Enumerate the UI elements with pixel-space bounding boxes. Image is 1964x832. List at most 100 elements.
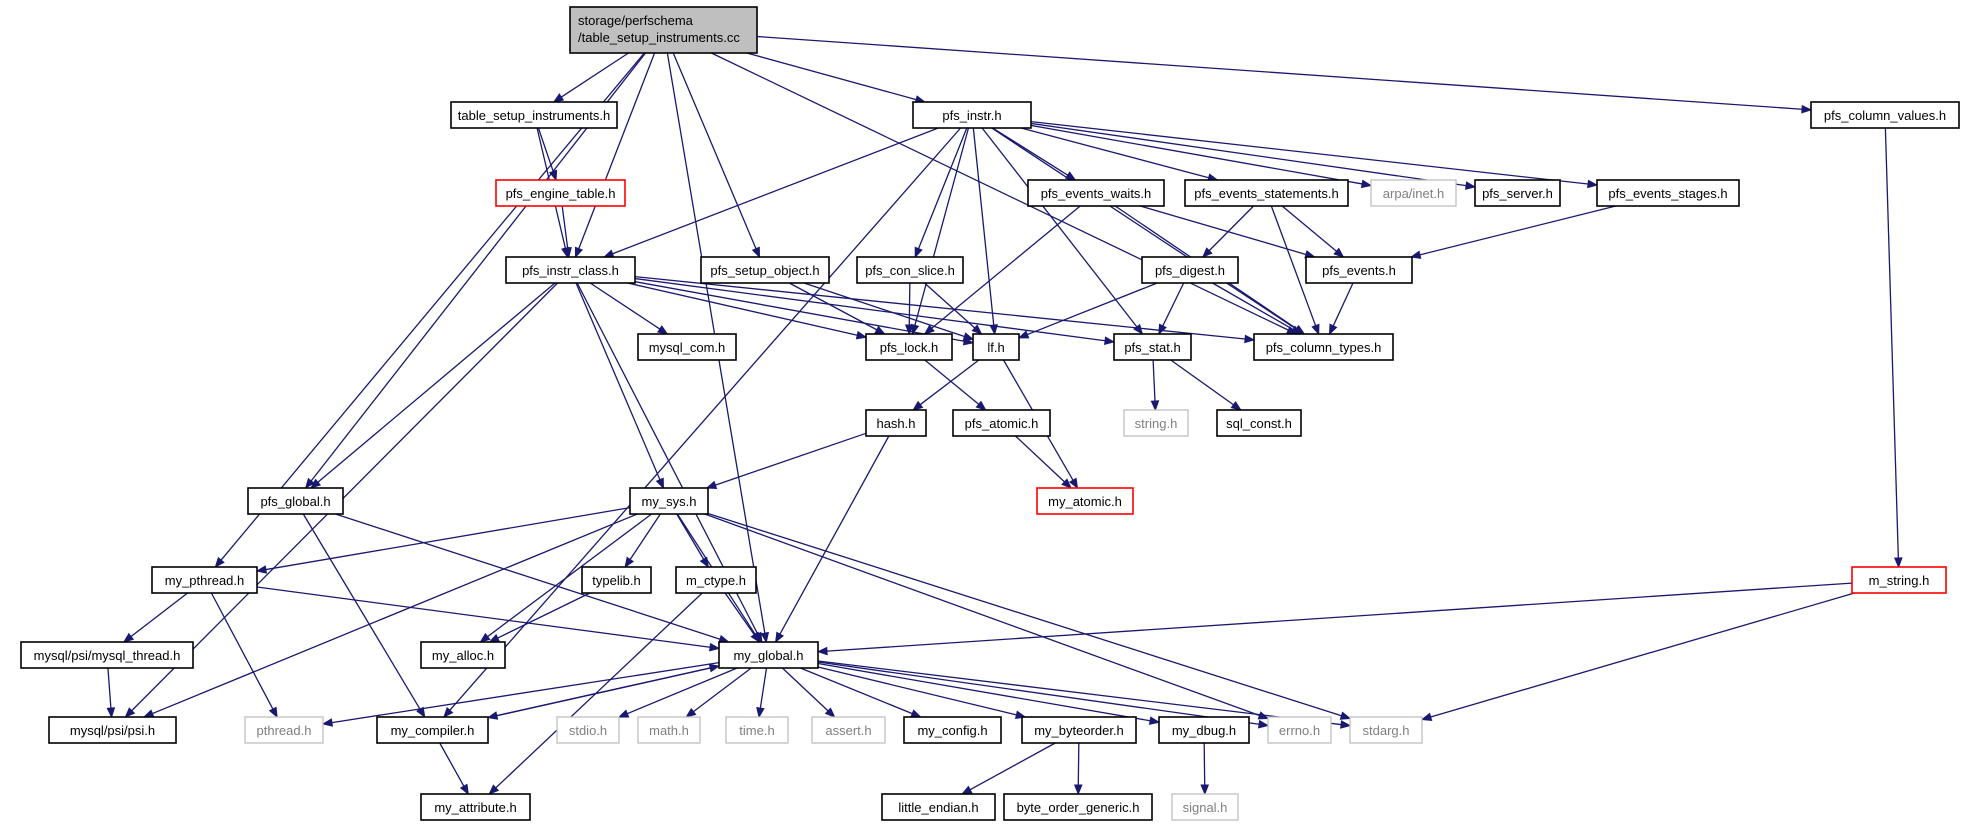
arrow-head [1420, 712, 1433, 721]
node-pfs-global-h[interactable]: pfs_global.h [247, 487, 344, 515]
arrow-head [142, 709, 155, 718]
node-my-byteorder-h[interactable]: my_byteorder.h [1021, 716, 1137, 744]
node-my-attribute-h[interactable]: my_attribute.h [420, 793, 531, 821]
node-label: my_byteorder.h [1034, 723, 1124, 738]
node-pfs-engine-table-h[interactable]: pfs_engine_table.h [495, 179, 626, 207]
node-pfs-atomic-h[interactable]: pfs_atomic.h [952, 409, 1051, 437]
node-my-global-h[interactable]: my_global.h [718, 641, 819, 669]
edge-root-to-tsi_h [552, 52, 629, 103]
arrow-head [321, 718, 334, 727]
node-pfs-column-types-h[interactable]: pfs_column_types.h [1253, 333, 1394, 361]
node-box [505, 256, 636, 284]
node-box [420, 793, 531, 821]
node-label: pfs_events_waits.h [1041, 186, 1152, 201]
node-label: arpa/inet.h [1383, 186, 1444, 201]
edge-instr_class-to-stat [634, 277, 1116, 345]
arrow-head [824, 707, 836, 718]
node-label: my_compiler.h [391, 723, 475, 738]
edge-line [575, 282, 661, 480]
edge-lf-to-hash [912, 359, 980, 411]
arrow-head [1158, 323, 1167, 336]
node-box [1123, 409, 1189, 437]
node-box [1003, 793, 1153, 821]
node-my-atomic-h[interactable]: my_atomic.h [1036, 487, 1134, 515]
node-pfs-events-stages-h[interactable]: pfs_events_stages.h [1596, 179, 1740, 207]
node-errno-h: errno.h [1267, 716, 1332, 744]
edge-my_global-to-pthread [321, 662, 720, 727]
arrow-head [1061, 478, 1073, 489]
node-pfs-con-slice-h[interactable]: pfs_con_slice.h [856, 256, 964, 284]
node-my-compiler-h[interactable]: my_compiler.h [376, 716, 489, 744]
arrow-head [910, 709, 922, 718]
edges-layer [106, 35, 1903, 796]
node-byte-order-generic-h[interactable]: byte_order_generic.h [1003, 793, 1153, 821]
edge-line [704, 513, 1260, 717]
node-mysql-com-h[interactable]: mysql_com.h [637, 333, 737, 361]
node-root-table-setup-instruments-cc[interactable]: storage/perfschema /table_setup_instrume… [569, 6, 758, 54]
edge-root-to-column_values [756, 35, 1813, 114]
node-m-string-h[interactable]: m_string.h [1851, 566, 1947, 594]
node-pfs-lock-h[interactable]: pfs_lock.h [865, 333, 953, 361]
edge-line [914, 127, 970, 326]
node-pfs-digest-h[interactable]: pfs_digest.h [1141, 256, 1239, 284]
edge-line [131, 282, 559, 712]
node-pfs-column-values-h[interactable]: pfs_column_values.h [1810, 101, 1960, 129]
edge-m_string-to-my_global [816, 582, 1853, 656]
edge-ev_statements-to-column_types [1270, 205, 1320, 336]
arrow-head [488, 784, 500, 795]
edge-instr-to-lock [910, 127, 970, 336]
node-mysql-psi-mysql-thread-h[interactable]: mysql/psi/mysql_thread.h [20, 641, 194, 669]
edge-line [627, 282, 858, 336]
node-math-h: math.h [637, 716, 701, 744]
node-my-config-h[interactable]: my_config.h [903, 716, 1002, 744]
node-box [450, 101, 618, 129]
arrow-head [971, 324, 983, 335]
edge-line [152, 513, 638, 715]
node-little-endian-h[interactable]: little_endian.h [881, 793, 996, 821]
node-label: pfs_events_stages.h [1608, 186, 1727, 201]
edge-setup_object-to-lf [803, 282, 975, 341]
node-pfs-server-h[interactable]: pfs_server.h [1474, 179, 1561, 207]
node-table-setup-instruments-h[interactable]: table_setup_instruments.h [450, 101, 618, 129]
node-my-pthread-h[interactable]: my_pthread.h [151, 566, 258, 594]
node-pfs-events-h[interactable]: pfs_events.h [1305, 256, 1413, 284]
node-box [1267, 716, 1332, 744]
node-label: my_attribute.h [434, 800, 516, 815]
node-mysql-psi-psi-h[interactable]: mysql/psi/psi.h [48, 716, 177, 744]
edge-line [759, 667, 768, 709]
edge-line [331, 662, 720, 724]
node-lf-h[interactable]: lf.h [972, 333, 1020, 361]
edge-line [707, 512, 1342, 717]
node-box [420, 641, 506, 669]
edge-line [335, 513, 721, 640]
node-hash-h[interactable]: hash.h [865, 409, 927, 437]
edge-m_ctype-to-my_global [724, 592, 761, 644]
node-typelib-h[interactable]: typelib.h [581, 566, 652, 594]
edge-line [908, 282, 911, 326]
node-pfs-stat-h[interactable]: pfs_stat.h [1113, 333, 1192, 361]
edge-my_sys-to-my_alloc [479, 513, 652, 643]
node-m-ctype-h[interactable]: m_ctype.h [675, 566, 757, 594]
node-my-sys-h[interactable]: my_sys.h [629, 487, 709, 515]
node-my-dbug-h[interactable]: my_dbug.h [1158, 716, 1250, 744]
node-box [1810, 101, 1960, 129]
node-pfs-events-waits-h[interactable]: pfs_events_waits.h [1027, 179, 1165, 207]
node-pfs-events-statements-h[interactable]: pfs_events_statements.h [1184, 179, 1349, 207]
edge-my_sys-to-m_ctype [676, 513, 709, 569]
node-my-alloc-h[interactable]: my_alloc.h [420, 641, 506, 669]
node-pfs-instr-class-h[interactable]: pfs_instr_class.h [505, 256, 636, 284]
edge-line [1027, 282, 1158, 336]
edge-instr_class-to-my_sys [575, 282, 664, 490]
node-sql-const-h[interactable]: sql_const.h [1216, 409, 1302, 437]
edge-root-to-instr [746, 52, 927, 104]
node-pfs-instr-h[interactable]: pfs_instr.h [912, 101, 1032, 129]
edge-line [991, 127, 1297, 330]
node-box [247, 487, 344, 515]
arrow-head [563, 247, 572, 259]
edge-line [1203, 742, 1206, 786]
node-box [718, 641, 819, 669]
edge-line [1212, 282, 1294, 331]
node-pfs-setup-object-h[interactable]: pfs_setup_object.h [700, 256, 830, 284]
node-label: my_sys.h [642, 494, 697, 509]
